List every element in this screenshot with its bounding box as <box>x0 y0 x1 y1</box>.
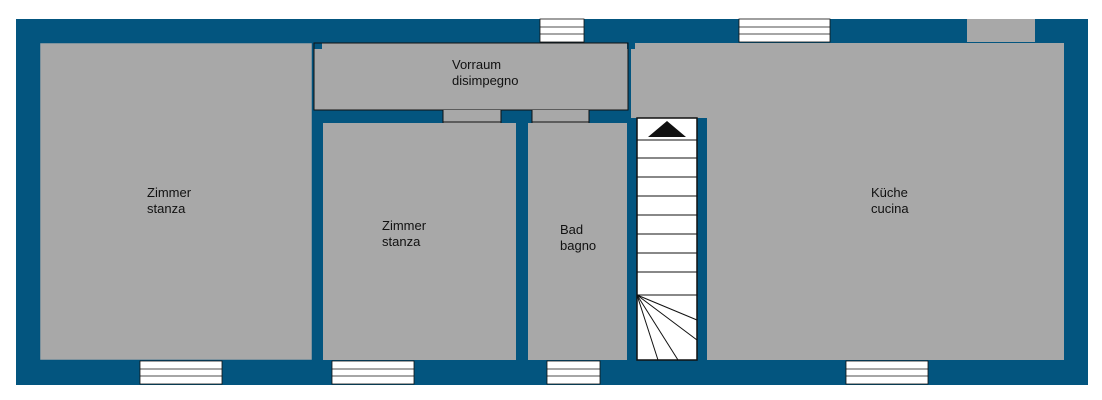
room-vorraum-floor <box>314 43 628 110</box>
room-kueche-floor-lower <box>707 118 1064 360</box>
window <box>738 18 831 43</box>
door-vorraum-bad <box>532 110 589 123</box>
room-label-zimmer-1: Zimmer stanza <box>147 185 195 216</box>
window <box>546 360 601 385</box>
room-label-bad: Bad bagno <box>560 222 596 253</box>
room-label-line: stanza <box>382 234 421 249</box>
wall-post <box>314 43 322 49</box>
staircase <box>636 117 698 361</box>
room-bad-floor <box>528 123 627 360</box>
room-label-line: Bad <box>560 222 583 237</box>
window <box>845 360 929 385</box>
room-label-zimmer-2: Zimmer stanza <box>382 218 430 249</box>
room-label-line: Zimmer <box>147 185 192 200</box>
room-label-vorraum: Vorraum disimpegno <box>452 57 519 88</box>
room-label-line: Zimmer <box>382 218 427 233</box>
window <box>139 360 223 385</box>
room-zimmer-2-floor <box>323 123 516 360</box>
wall-recess <box>967 19 1035 42</box>
room-label-kueche: Küche cucina <box>871 185 912 216</box>
window <box>331 360 415 385</box>
room-zimmer-1-floor <box>40 43 312 360</box>
room-label-line: bagno <box>560 238 596 253</box>
room-kueche-floor <box>631 43 1064 118</box>
stair-direction-arrow-icon <box>648 121 686 137</box>
door-vorraum-zimmer-2 <box>443 110 501 123</box>
room-label-line: disimpegno <box>452 73 519 88</box>
wall-post <box>627 43 635 49</box>
window <box>539 18 585 43</box>
room-label-line: Küche <box>871 185 908 200</box>
room-label-line: Vorraum <box>452 57 501 72</box>
room-label-line: cucina <box>871 201 909 216</box>
room-label-line: stanza <box>147 201 186 216</box>
room-zimmer-1-outline <box>39 42 313 361</box>
